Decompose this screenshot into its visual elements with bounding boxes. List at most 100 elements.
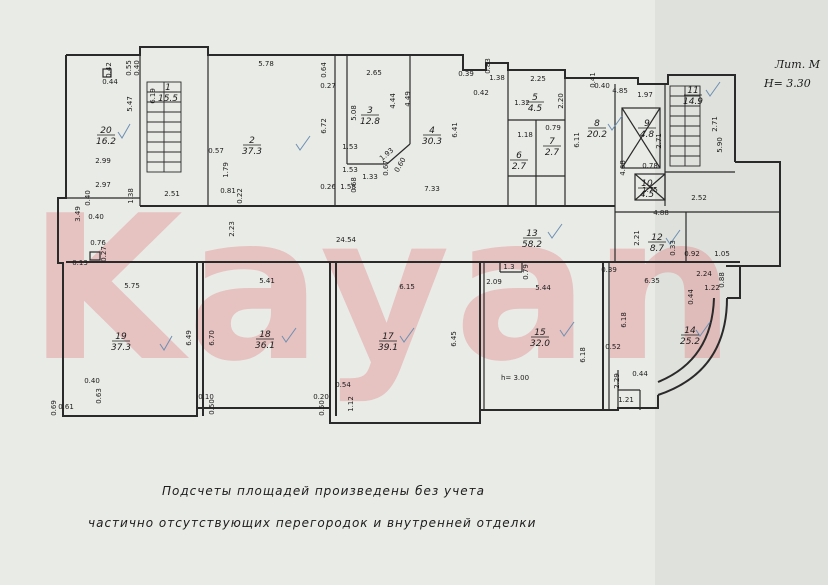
dimension-label: 5.08 (350, 105, 358, 121)
dimension-label: 0.68 (350, 177, 358, 193)
room-label-8: 820.2 (587, 119, 607, 140)
room-area: 4.5 (640, 190, 655, 200)
room-area: 12.8 (360, 117, 380, 127)
dimension-label: 2.09 (486, 278, 502, 286)
room-number: 9 (644, 119, 650, 129)
dimension-label: 7.33 (424, 185, 440, 193)
dimension-label: 5.90 (716, 137, 724, 153)
dimension-label: 1.22 (704, 284, 720, 292)
dimension-label: 0.57 (208, 147, 224, 155)
dimension-label: 5.78 (258, 60, 274, 68)
dimension-label: 6.49 (185, 330, 193, 346)
dimension-label: 6.15 (399, 283, 415, 291)
room-label-4: 430.3 (422, 126, 442, 147)
dimension-label: 0.60 (393, 156, 408, 174)
dimension-label: 6.18 (579, 347, 587, 363)
room-label-3: 312.8 (360, 106, 380, 127)
room-area: 15.5 (158, 94, 178, 104)
room-number: 15 (534, 328, 546, 338)
dimension-label: 2.20 (557, 93, 565, 109)
south-row-walls (196, 262, 641, 416)
dimension-label: 0.42 (105, 62, 113, 78)
dimension-label: 0.78 (642, 162, 658, 170)
room-area: 4.8 (640, 130, 655, 140)
dimension-label: 0.61 (58, 403, 74, 411)
dimension-label: 2.65 (366, 69, 382, 77)
dimension-label: 0.88 (718, 272, 726, 288)
check-marks (117, 81, 721, 351)
dimension-label: 0.79 (545, 124, 561, 132)
dimension-label: 0.79 (522, 264, 530, 280)
dimension-label: 0.27 (100, 246, 108, 262)
dimension-label: 0.39 (601, 266, 617, 274)
dimension-label: 1.32 (514, 99, 530, 107)
dimension-label: 0.33 (669, 240, 677, 256)
height-label: Н= 3.30 (763, 77, 811, 90)
dimension-label: 5.75 (124, 282, 140, 290)
room-number: 3 (367, 106, 373, 116)
room-number: 2 (249, 136, 255, 146)
room-area: 16.2 (96, 137, 116, 147)
dimension-label: 1.97 (637, 91, 653, 99)
room-number: 17 (382, 332, 394, 342)
dimension-label: 24.54 (336, 236, 357, 244)
dimension-label: 1.53 (342, 166, 358, 174)
room-label-9: 94.8 (638, 119, 656, 140)
note-line-2: частично отсутствующих перегородок и вну… (88, 516, 536, 530)
room-label-6: 62.7 (510, 151, 528, 172)
room-number: 10 (641, 179, 653, 189)
room-area: 36.1 (255, 341, 275, 351)
room-label-5: 54.5 (526, 93, 544, 114)
dimension-label: 1.21 (618, 396, 634, 404)
dimension-label: 4.68 (619, 160, 627, 176)
room-label-12: 128.7 (648, 233, 666, 254)
dimension-label: 6.18 (620, 312, 628, 328)
dimension-label: 0.55 (125, 60, 133, 76)
dimension-label: 2.52 (691, 194, 707, 202)
dimension-label: 1.79 (222, 162, 230, 178)
room-number: 7 (549, 137, 555, 147)
room-area: 8.7 (650, 244, 665, 254)
room-number: 18 (259, 330, 271, 340)
dimension-label: 2.99 (95, 157, 111, 165)
room-number: 6 (516, 151, 522, 161)
dimension-label: 6.72 (320, 118, 328, 134)
dimension-label: 0.20 (313, 393, 329, 401)
dimension-label: 0.40 (84, 377, 100, 385)
dimension-label: 0.27 (320, 82, 336, 90)
dimension-label: 2.51 (164, 190, 180, 198)
room-number: 19 (115, 332, 127, 342)
dimension-label: 2.25 (530, 75, 546, 83)
dimension-label: 4.88 (653, 209, 669, 217)
dimension-label: 1.58 (340, 183, 356, 191)
dimension-label: 0.50 (208, 399, 216, 415)
dimension-label: 0.40 (594, 82, 610, 90)
dimension-label: 0.50 (318, 400, 326, 416)
dimension-label: h= 3.00 (501, 374, 529, 382)
dimension-label: 0.41 (589, 72, 597, 88)
room-area: 37.3 (242, 147, 262, 157)
room-number: 14 (684, 326, 696, 336)
dimension-label: 1.38 (489, 74, 505, 82)
paper-fold-shade (655, 0, 828, 585)
dimension-label: 0.10 (198, 393, 214, 401)
room-number: 1 (165, 83, 171, 93)
dimension-label: 0.44 (632, 370, 648, 378)
room-area: 14.9 (683, 97, 703, 107)
dimension-label: 2.24 (696, 270, 712, 278)
note-line-1: Подсчеты площадей произведены без учета (162, 484, 485, 498)
dimension-label: 6.45 (450, 331, 458, 347)
stair-east (669, 85, 701, 167)
room-area: 30.3 (422, 137, 442, 147)
dimension-label: 0.44 (687, 289, 695, 305)
column-fixture (102, 68, 112, 78)
dimension-label: 6.19 (149, 88, 157, 104)
dimension-label: 0.26 (320, 183, 336, 191)
dimension-label: 1.53 (342, 143, 358, 151)
